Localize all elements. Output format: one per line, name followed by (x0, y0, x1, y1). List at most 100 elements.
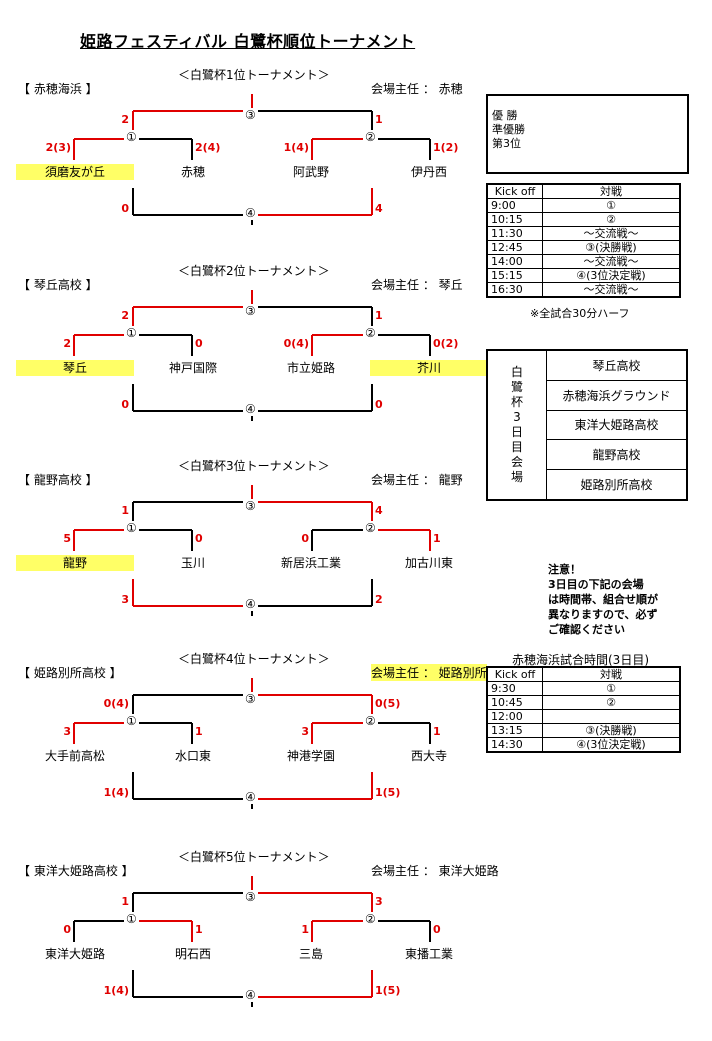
table-row: 14:00～交流戦～ (486, 254, 681, 269)
score-m2-left: 3 (301, 725, 309, 738)
team-name: 大手前高松 (44, 749, 105, 763)
match-label-1: ① (124, 130, 139, 144)
match-name: ③(決勝戦) (542, 240, 681, 255)
team-name: 新居浜工業 (280, 556, 341, 570)
score-m2-right: 1 (433, 532, 441, 545)
kickoff-time: 13:15 (486, 723, 543, 738)
kickoff-time: 14:30 (486, 737, 543, 753)
score-m4-right: 0 (375, 398, 383, 411)
page-title: 姫路フェスティバル 白鷺杯順位トーナメント (80, 32, 416, 51)
score-m2-right: 0 (433, 923, 441, 936)
bracket-lines (73, 485, 431, 616)
schedule-header-cell: Kick off (486, 183, 543, 199)
match-label-1: ① (124, 714, 139, 728)
bracket-subtitle: ＜白鷺杯2位トーナメント＞ (178, 264, 330, 278)
team-name: 琴丘 (16, 360, 134, 376)
team-name: 東洋大姫路 (44, 947, 105, 961)
team-name: 神戸国際 (168, 361, 217, 375)
score-m1-left: 2(3) (45, 141, 71, 154)
score-m4-right: 1(5) (375, 984, 401, 997)
match-name: ④(3位決定戦) (542, 268, 681, 283)
team-name: 水口東 (174, 749, 211, 763)
score-m3-right: 4 (375, 504, 383, 517)
match-name: ① (542, 198, 681, 213)
match-label-2: ② (363, 130, 378, 144)
score-m1-left: 2 (63, 337, 71, 350)
match-name: ② (542, 695, 681, 710)
score-m1-right: 0 (195, 532, 203, 545)
schedule-header-cell: Kick off (486, 666, 543, 682)
kickoff-time: 14:00 (486, 254, 543, 269)
venues-label-char: 日 (510, 425, 523, 439)
bracket-subtitle: ＜白鷺杯3位トーナメント＞ (178, 459, 330, 473)
match-label-3: ③ (243, 499, 258, 513)
match-label-4: ④ (243, 988, 258, 1002)
team-name: 市立姫路 (286, 361, 335, 375)
venue-item: 琴丘高校 (547, 351, 686, 381)
match-label-1: ① (124, 326, 139, 340)
match-name: ② (542, 212, 681, 227)
kickoff-time: 9:30 (486, 681, 543, 696)
schedule-note: ※全試合30分ハーフ (530, 307, 630, 320)
match-label-4: ④ (243, 597, 258, 611)
venues-label-char: 鷺 (510, 380, 523, 394)
team-name: 須磨友が丘 (16, 164, 134, 180)
match-name: ～交流戦～ (542, 226, 681, 241)
schedule-header-cell: 対戦 (542, 666, 681, 682)
score-m1-left: 0 (63, 923, 71, 936)
kickoff-time: 9:00 (486, 198, 543, 213)
team-name: 龍野 (16, 555, 134, 571)
match-label-2: ② (363, 521, 378, 535)
bracket-manager: 会場主任 ： 琴丘 (371, 278, 463, 292)
match-label-1: ① (124, 521, 139, 535)
table-row: 16:30～交流戦～ (486, 282, 681, 298)
kickoff-time: 16:30 (486, 282, 543, 298)
bracket-venue: 【 東洋大姫路高校 】 (18, 864, 134, 878)
team-name: 明石西 (174, 947, 211, 961)
score-m4-right: 1(5) (375, 786, 401, 799)
score-m4-left: 0 (121, 202, 129, 215)
kickoff-time: 10:15 (486, 212, 543, 227)
team-name: 阿武野 (292, 165, 329, 179)
score-m2-left: 0 (301, 532, 309, 545)
team-name: 東播工業 (404, 947, 453, 961)
match-label-3: ③ (243, 890, 258, 904)
placing-third: 第3位 (492, 137, 521, 150)
match-name: ③(決勝戦) (542, 723, 681, 738)
schedule-header-cell: 対戦 (542, 183, 681, 199)
match-name: ① (542, 681, 681, 696)
kickoff-time: 12:45 (486, 240, 543, 255)
bracket-venue: 【 琴丘高校 】 (18, 278, 98, 292)
bracket-venue: 【 赤穂海浜 】 (18, 82, 98, 96)
schedule2-title: 赤穂海浜試合時間(3日目) (512, 653, 649, 667)
score-m3-right: 0(5) (375, 697, 401, 710)
caution-line: 注意！ (548, 563, 581, 576)
score-m2-left: 0(4) (283, 337, 309, 350)
bracket-manager: 会場主任 ： 姫路別所 (371, 664, 487, 681)
score-m4-left: 3 (121, 593, 129, 606)
venues-label-char: 場 (510, 470, 523, 484)
bracket-venue: 【 龍野高校 】 (18, 473, 98, 487)
caution-line: 異なりますので、必ず (548, 608, 658, 621)
score-m4-left: 0 (121, 398, 129, 411)
placing-runner-up: 準優勝 (492, 123, 525, 136)
score-m2-right: 1 (433, 725, 441, 738)
kickoff-time: 12:00 (486, 709, 543, 724)
score-m2-right: 1(2) (433, 141, 459, 154)
caution-note: 注意！3日目の下記の会場は時間帯、組合せ順が異なりますので、必ずご確認ください (548, 562, 688, 637)
score-m1-right: 1 (195, 923, 203, 936)
venue-item: 赤穂海浜グラウンド (547, 381, 686, 411)
team-name: 玉川 (180, 556, 205, 570)
caution-line: は時間帯、組合せ順が (548, 593, 658, 606)
kickoff-time: 15:15 (486, 268, 543, 283)
match-name: ～交流戦～ (542, 254, 681, 269)
team-name: 西大寺 (410, 749, 447, 763)
